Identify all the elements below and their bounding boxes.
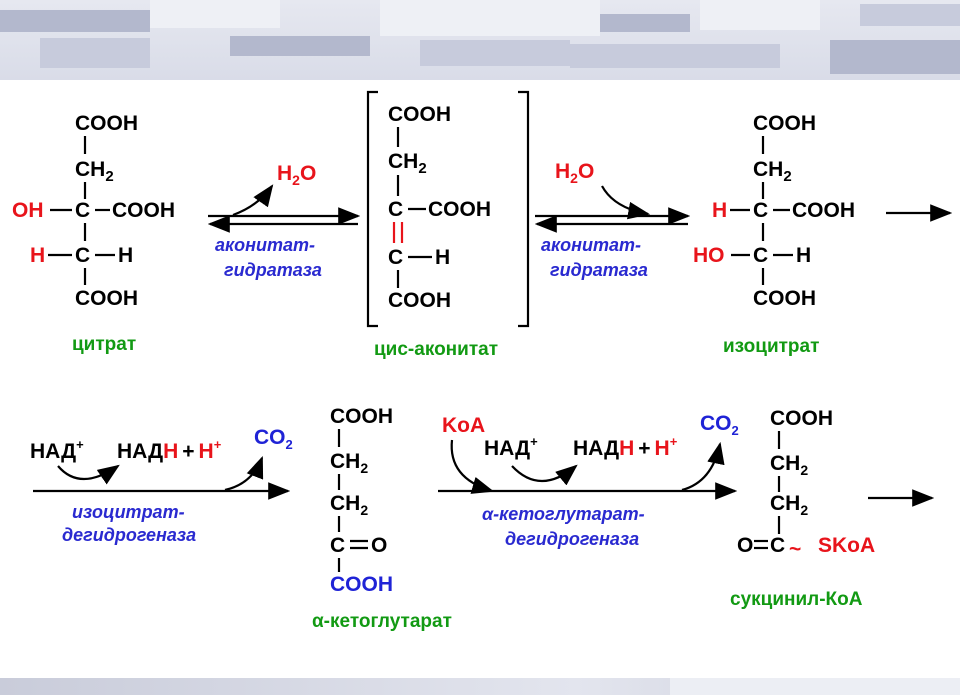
right-bracket bbox=[518, 90, 530, 328]
citrate-carbon-2: C bbox=[75, 244, 90, 267]
co2-label: CO2 bbox=[700, 412, 739, 438]
co2-release-arrow bbox=[224, 455, 264, 492]
skoa-label: SKoA bbox=[818, 534, 875, 557]
water-label: H2O bbox=[277, 162, 316, 188]
reaction3-isocitrate-dehydrogenase: НАД+ НАДН+H+ CO2 изоцитрат- дегидрогеназ… bbox=[30, 426, 293, 545]
citrate-h-right: H bbox=[118, 244, 133, 267]
isocitrate-carbon-1: C bbox=[753, 199, 768, 222]
akg-ch2-a: CH2 bbox=[330, 450, 368, 476]
banner-bar bbox=[40, 38, 150, 68]
succinyl-top-carboxyl: COOH bbox=[770, 407, 833, 430]
cis-aconitate-label: цис-аконитат bbox=[374, 339, 498, 360]
citrate-h-left: H bbox=[30, 244, 45, 267]
footer-band bbox=[0, 678, 960, 695]
cis-aconitate-carbon-2: C bbox=[388, 246, 403, 269]
akg-bottom-carboxyl: COOH bbox=[330, 573, 393, 596]
citrate-ch2: CH2 bbox=[75, 158, 114, 185]
isocitrate-right-carboxyl: COOH bbox=[792, 199, 855, 222]
succinyl-ch2-a: CH2 bbox=[770, 452, 808, 478]
citrate-top-carboxyl: COOH bbox=[75, 112, 138, 135]
cis-aconitate-molecule: COOH CH2 C COOH C H COOH цис-аконитат bbox=[366, 90, 530, 360]
citrate-label: цитрат bbox=[72, 334, 136, 355]
isocitrate-carbon-2: C bbox=[753, 244, 768, 267]
akg-oxygen: O bbox=[371, 534, 387, 557]
enzyme-label-line2: дегидрогеназа bbox=[505, 529, 639, 549]
isocitrate-molecule: COOH CH2 H C COOH HO C H COOH изоцитрат bbox=[693, 112, 855, 357]
koa-label: KoA bbox=[442, 414, 485, 437]
isocitrate-h-left: H bbox=[712, 199, 727, 222]
water-label: H2O bbox=[555, 160, 594, 186]
banner-bar bbox=[830, 40, 960, 74]
nadh-label: НАДН+H+ bbox=[117, 437, 222, 463]
succinyl-oxygen: O bbox=[737, 534, 753, 557]
akg-label: α-кетоглутарат bbox=[312, 611, 452, 632]
cis-aconitate-h: H bbox=[435, 246, 450, 269]
cis-aconitate-carbon-1: C bbox=[388, 198, 403, 221]
cis-aconitate-top-carboxyl: COOH bbox=[388, 103, 451, 126]
citrate-oh: OH bbox=[12, 199, 44, 222]
enzyme-label-line1: α-кетоглутарат- bbox=[482, 504, 645, 524]
nad-reduction-arrow bbox=[511, 464, 578, 486]
cis-aconitate-bottom-carboxyl: COOH bbox=[388, 289, 451, 312]
banner-bar bbox=[600, 14, 690, 32]
thioester-bond-tilde: ~ bbox=[789, 538, 801, 561]
enzyme-label-line1: изоцитрат- bbox=[72, 502, 185, 522]
co2-label: CO2 bbox=[254, 426, 293, 452]
left-bracket bbox=[366, 90, 378, 328]
reaction4-ketoglutarate-dehydrogenase: KoA НАД+ НАДН+H+ CO2 α-кетоглутарат- дег… bbox=[438, 412, 739, 549]
enzyme-label-line1: аконитат- bbox=[215, 235, 315, 255]
reaction2-aconitase: H2O аконитат- гидратаза bbox=[534, 160, 691, 280]
banner-bar bbox=[230, 36, 370, 56]
banner-bar bbox=[700, 0, 820, 30]
isocitrate-top-carboxyl: COOH bbox=[753, 112, 816, 135]
succinyl-carbon: C bbox=[770, 534, 785, 557]
enzyme-label-line1: аконитат- bbox=[541, 235, 641, 255]
succinyl-coa-label: сукцинил-КоА bbox=[730, 589, 863, 610]
banner-bar bbox=[860, 4, 960, 26]
isocitrate-label: изоцитрат bbox=[723, 336, 819, 357]
enzyme-label-line2: гидратаза bbox=[224, 260, 322, 280]
akg-top-carboxyl: COOH bbox=[330, 405, 393, 428]
banner-bar bbox=[570, 44, 780, 68]
water-release-arrow bbox=[232, 184, 274, 217]
nad-reduction-arrow bbox=[57, 464, 120, 485]
enzyme-label-line2: гидратаза bbox=[550, 260, 648, 280]
isocitrate-h-right: H bbox=[796, 244, 811, 267]
citrate-right-carboxyl: COOH bbox=[112, 199, 175, 222]
banner-bar bbox=[150, 0, 280, 28]
alpha-ketoglutarate-molecule: COOH CH2 CH2 C O COOH α-кетоглутарат bbox=[312, 405, 452, 632]
succinyl-coa-molecule: COOH CH2 CH2 O C ~ SKoA сукцинил-КоА bbox=[730, 407, 875, 610]
citrate-molecule: COOH CH2 OH C COOH H C H COOH цитрат bbox=[12, 112, 175, 355]
akg-carbonyl-carbon: C bbox=[330, 534, 345, 557]
banner-bar bbox=[0, 10, 150, 32]
header-banner bbox=[0, 0, 960, 80]
nad-label: НАД+ bbox=[30, 437, 84, 463]
citrate-carbon-1: C bbox=[75, 199, 90, 222]
citrate-bottom-carboxyl: COOH bbox=[75, 287, 138, 310]
banner-bar bbox=[420, 40, 570, 66]
akg-ch2-b: CH2 bbox=[330, 492, 368, 518]
cis-aconitate-right-carboxyl: COOH bbox=[428, 198, 491, 221]
reaction1-aconitase: H2O аконитат- гидратаза bbox=[207, 162, 361, 280]
succinyl-ch2-b: CH2 bbox=[770, 492, 808, 518]
co2-release-arrow bbox=[681, 441, 725, 492]
cis-aconitate-ch2: CH2 bbox=[388, 150, 427, 177]
banner-bar bbox=[380, 0, 600, 36]
isocitrate-ch2: CH2 bbox=[753, 158, 792, 185]
nadh-label: НАДН+H+ bbox=[573, 434, 678, 460]
isocitrate-ho: HO bbox=[693, 244, 725, 267]
nad-label: НАД+ bbox=[484, 434, 538, 460]
water-uptake-arrow bbox=[601, 185, 651, 220]
isocitrate-bottom-carboxyl: COOH bbox=[753, 287, 816, 310]
koa-uptake-arrow bbox=[450, 439, 495, 494]
enzyme-label-line2: дегидрогеназа bbox=[62, 525, 196, 545]
